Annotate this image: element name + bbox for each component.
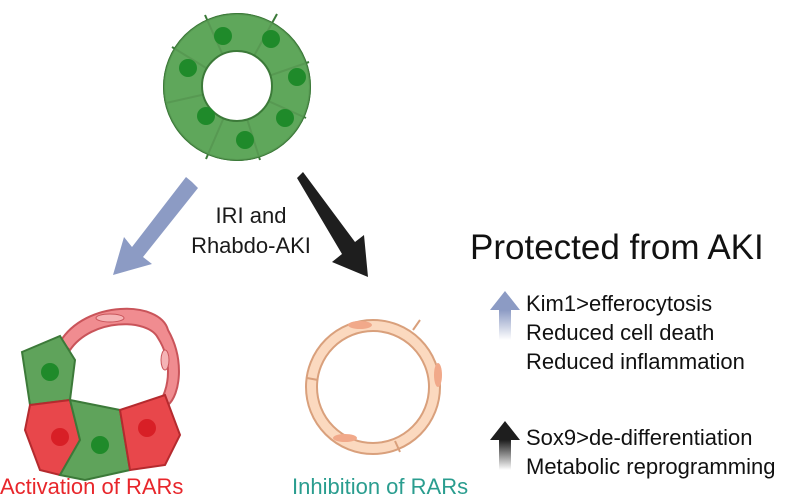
injury-label-line1: IRI and xyxy=(215,203,287,228)
effect-kim1: Kim1>efferocytosis xyxy=(526,291,713,316)
injury-label: IRI and Rhabdo-AKI xyxy=(186,201,316,261)
flattened-tubule xyxy=(305,319,442,455)
activation-arrow xyxy=(113,177,198,275)
effect-metabolic: Metabolic reprogramming xyxy=(526,454,776,479)
effect-sox9: Sox9>de-differentiation xyxy=(526,425,753,450)
effect-inflammation: Reduced inflammation xyxy=(526,349,745,374)
inhibition-label: Inhibition of RARs xyxy=(292,474,469,499)
activation-label: Activation of RARs xyxy=(0,474,184,499)
inhibition-arrow xyxy=(297,172,368,277)
injury-label-line2: Rhabdo-AKI xyxy=(191,233,311,258)
up-arrow-blue xyxy=(490,291,520,340)
injured-tubule xyxy=(20,307,182,482)
healthy-tubule xyxy=(163,13,311,161)
outcome-title: Protected from AKI xyxy=(470,228,764,267)
up-arrow-black xyxy=(490,421,520,470)
effect-cell-death: Reduced cell death xyxy=(526,320,715,345)
